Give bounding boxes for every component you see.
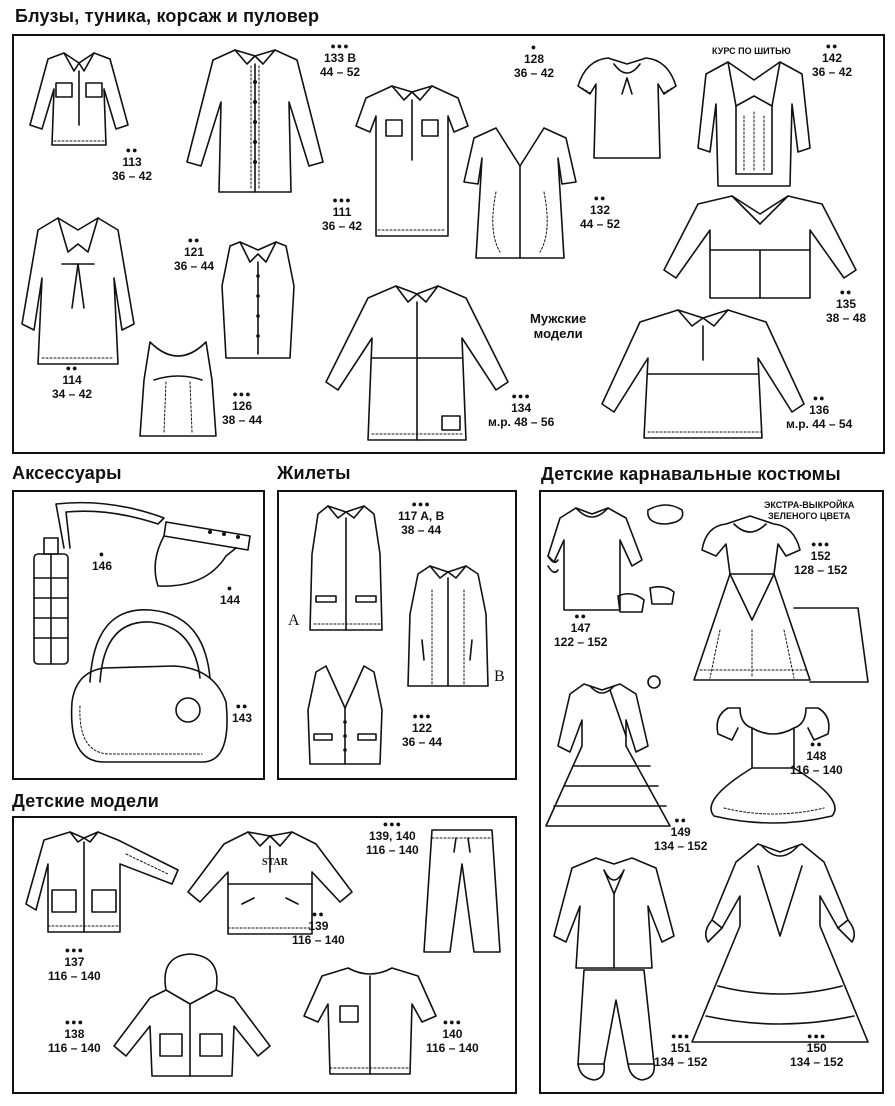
panel-carnival — [539, 490, 884, 1094]
label-144: ●144 — [220, 583, 241, 608]
blouse-113-drawing — [29, 52, 129, 146]
note-sewing-course: КУРС ПО ШИТЬЮ — [712, 46, 791, 56]
panel-vests — [277, 490, 517, 780]
costume-151-drawing — [553, 857, 675, 1081]
tunic-132-drawing — [463, 127, 577, 259]
blouse-128-drawing — [577, 57, 677, 159]
shirt-140-drawing — [303, 967, 437, 1075]
variant-letter-a: A — [288, 612, 300, 629]
section-title-kids: Детские модели — [12, 791, 160, 811]
panel-blouses — [12, 34, 885, 454]
costume-152-drawing — [693, 515, 869, 683]
shirt-139-drawing — [187, 831, 353, 935]
bag-143-drawing — [70, 609, 228, 763]
label-143: ●●143 — [232, 701, 253, 726]
corsage-126-drawing — [139, 341, 217, 437]
jacket-137-drawing — [25, 831, 179, 933]
print-star: STAR — [262, 857, 288, 868]
section-title-blouses: Блузы, туника, корсаж и пуловер — [15, 6, 320, 26]
pullover-135-drawing — [663, 195, 857, 299]
mens-polo-136-drawing — [601, 309, 805, 439]
panel-accessories — [12, 490, 265, 780]
jacket-138-drawing — [113, 953, 271, 1077]
panel-kids — [12, 816, 517, 1094]
blouse-126-drawing — [221, 241, 295, 359]
shirt-133b-drawing — [186, 49, 324, 193]
vest-117a-drawing — [309, 505, 383, 631]
costume-148-drawing — [710, 707, 836, 824]
vest-122-drawing — [307, 665, 383, 765]
section-title-accessories: Аксессуары — [12, 463, 122, 483]
pants-139-140-drawing — [423, 829, 501, 953]
label-146: ●146 — [92, 549, 113, 574]
visor-cap-144-drawing — [154, 521, 251, 587]
shirtdress-111-drawing — [355, 85, 469, 237]
vest-117b-drawing — [407, 565, 489, 687]
mens-shirt-134-drawing — [325, 285, 509, 441]
variant-letter-b: B — [494, 668, 505, 685]
bottle-bag-146-drawing — [33, 501, 165, 665]
section-title-carnival: Детские карнавальные костюмы — [541, 464, 841, 484]
costume-147-drawing — [547, 504, 684, 613]
costume-150-drawing — [691, 843, 869, 1043]
costume-149-drawing — [545, 675, 671, 827]
corsage-142-drawing — [697, 61, 811, 187]
tunic-114-drawing — [21, 217, 135, 365]
section-title-vests: Жилеты — [277, 463, 351, 483]
